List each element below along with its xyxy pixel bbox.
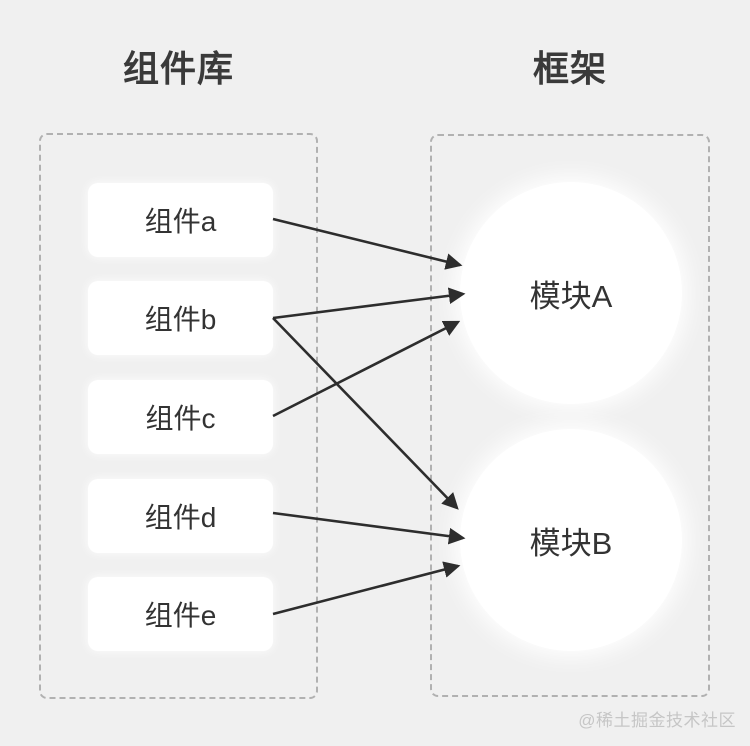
component-label: 组件b bbox=[144, 304, 217, 335]
left-column-title: 组件库 bbox=[122, 48, 234, 89]
right-column-title: 框架 bbox=[532, 48, 607, 89]
component-label: 组件e bbox=[144, 600, 217, 631]
component-label: 组件a bbox=[144, 206, 217, 237]
component-box-a: 组件a bbox=[88, 183, 273, 257]
module-label: 模块A bbox=[529, 278, 613, 314]
component-box-b: 组件b bbox=[88, 281, 273, 355]
component-box-c: 组件c bbox=[88, 380, 273, 454]
component-label: 组件d bbox=[144, 502, 217, 533]
module-circle-a: 模块A bbox=[460, 182, 682, 404]
watermark: @稀土掘金技术社区 bbox=[578, 711, 736, 730]
module-label: 模块B bbox=[529, 525, 613, 561]
module-circle-b: 模块B bbox=[460, 429, 682, 651]
component-box-d: 组件d bbox=[88, 479, 273, 553]
component-label: 组件c bbox=[145, 403, 216, 434]
component-box-e: 组件e bbox=[88, 577, 273, 651]
